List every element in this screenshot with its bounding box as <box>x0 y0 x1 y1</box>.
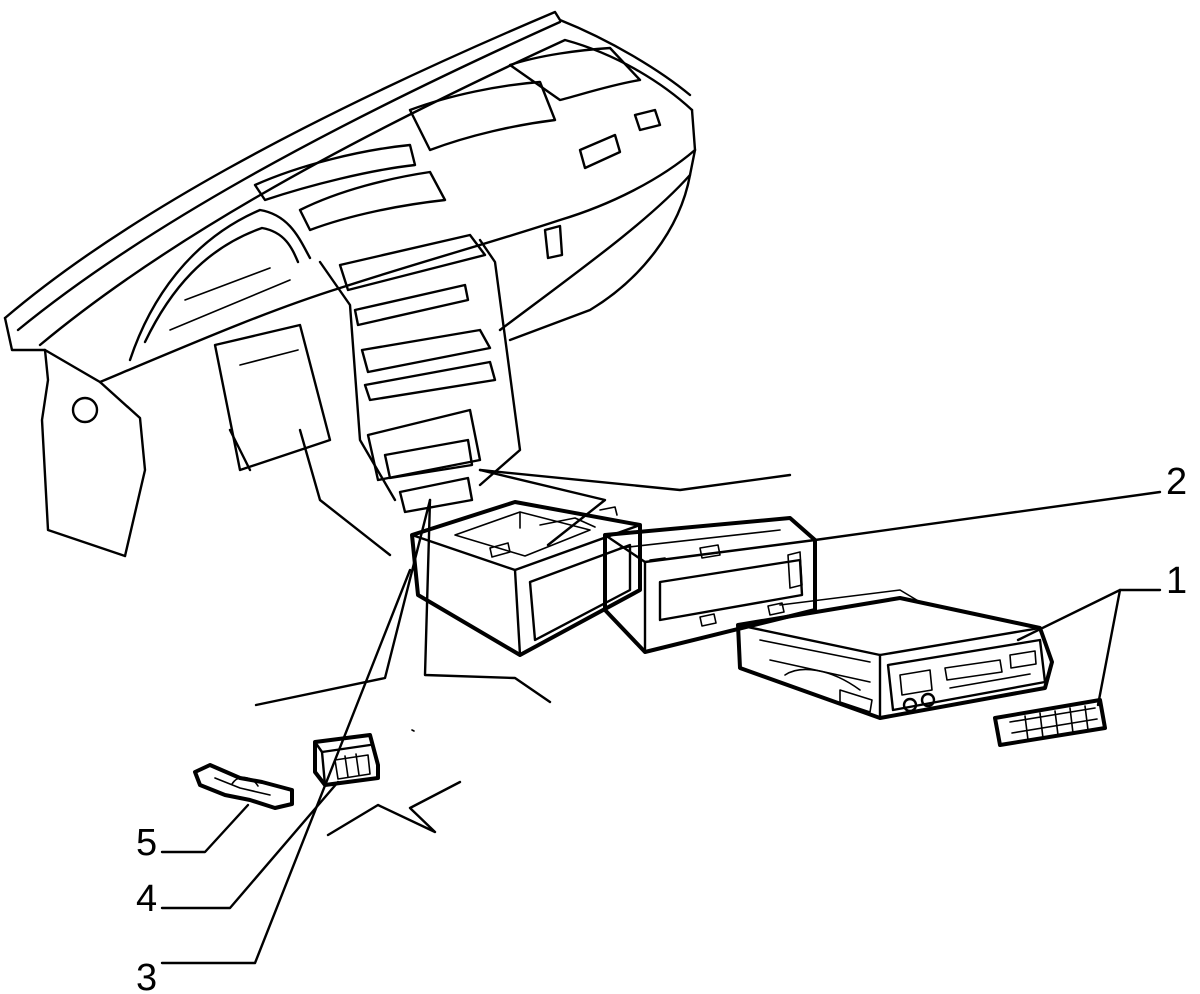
callout-leaders <box>160 490 1162 965</box>
callout-label-1: 1 <box>1166 560 1187 602</box>
part-1-radio-unit <box>736 589 1054 720</box>
part-5-terminal <box>193 763 294 810</box>
part-1-faceplate <box>993 698 1107 747</box>
part-2-mounting-frame <box>603 516 817 654</box>
callout-label-5: 5 <box>136 822 157 864</box>
part-3-storage-pocket <box>410 500 642 657</box>
dashboard-illustration <box>3 10 697 558</box>
callout-label-4: 4 <box>136 878 157 920</box>
part-4-connector <box>313 733 380 787</box>
callout-label-3: 3 <box>136 957 157 994</box>
callout-label-2: 2 <box>1166 461 1187 503</box>
